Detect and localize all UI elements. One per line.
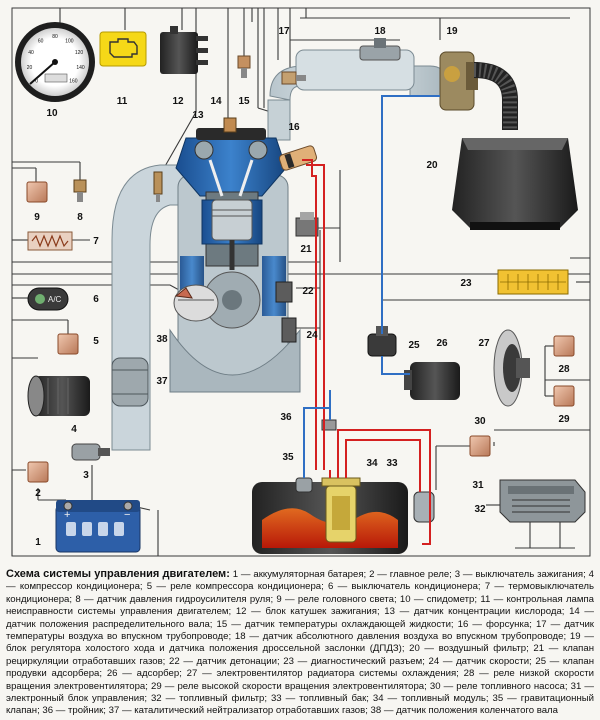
callout-25: 25	[408, 340, 420, 351]
crankshaft-sensor	[173, 284, 219, 322]
speedometer-tick-label: 160	[69, 78, 78, 84]
speedometer-tick-label: 140	[76, 65, 85, 71]
callout-3: 3	[83, 470, 89, 481]
main-relay	[27, 461, 49, 483]
callout-6: 6	[93, 294, 99, 305]
callout-4: 4	[71, 424, 77, 435]
fuel-pump-relay	[469, 435, 491, 457]
callout-35: 35	[282, 452, 294, 463]
power-steering-sensor	[73, 179, 87, 202]
ac-switch	[27, 287, 69, 311]
callout-29: 29	[558, 414, 570, 425]
battery-plus: +	[64, 509, 70, 521]
caption-body: 1 — аккумуляторная батарея; 2 — главное …	[6, 569, 594, 717]
fuel-module	[321, 477, 361, 543]
ac-compressor	[27, 375, 90, 417]
callout-11: 11	[117, 96, 128, 107]
throttle-body-unit	[439, 51, 478, 111]
engine-control-unit	[499, 479, 586, 523]
callout-2: 2	[35, 488, 41, 499]
callout-23: 23	[460, 278, 472, 289]
callout-19: 19	[446, 26, 458, 37]
speedometer-tick-label: 100	[65, 38, 74, 44]
callout-36: 36	[280, 412, 292, 423]
diagnostic-connector	[497, 269, 569, 295]
device-text: A/C − +	[48, 295, 130, 521]
callout-31: 31	[472, 480, 484, 491]
callout-22: 22	[302, 286, 314, 297]
speedometer-tick-label: 40	[28, 50, 34, 56]
ac-compressor-relay	[57, 333, 79, 355]
egr-valve	[295, 212, 319, 237]
radiator-fan	[493, 329, 530, 407]
callout-17: 17	[278, 26, 290, 37]
callout-26: 26	[436, 338, 448, 349]
callout-numbers: 1 2 3 4 5 6 7 8 9 10 11 12 13 14 15 16 1…	[34, 26, 570, 548]
callout-32: 32	[474, 504, 486, 515]
figure-caption: Схема системы управления двигателем: 1 —…	[6, 568, 594, 718]
ac-thermo-switch	[27, 231, 73, 251]
fan-low-speed-relay	[553, 335, 575, 357]
battery-minus: −	[124, 509, 130, 521]
air-intake-hose	[473, 62, 518, 130]
callout-18: 18	[374, 26, 386, 37]
map-sensor	[359, 38, 401, 61]
oxygen-sensor	[153, 171, 163, 202]
callout-14: 14	[210, 96, 222, 107]
callout-34: 34	[366, 458, 378, 469]
speedometer-tick-label: 60	[38, 38, 44, 44]
callout-1: 1	[35, 537, 41, 548]
callout-20: 20	[426, 160, 438, 171]
callout-15: 15	[238, 96, 250, 107]
gravity-valve	[295, 477, 313, 493]
callout-16: 16	[288, 122, 300, 133]
vacuum-lines	[303, 95, 440, 478]
speedometer-tick-label: 0	[35, 78, 38, 84]
speedometer-tick-label: 80	[52, 34, 58, 40]
callout-21: 21	[300, 244, 312, 255]
coolant-temp-sensor	[237, 55, 251, 78]
callout-9: 9	[34, 212, 40, 223]
callout-33: 33	[386, 458, 398, 469]
camshaft-sensor	[223, 117, 237, 133]
speedometer-tick-label: 120	[75, 50, 84, 56]
callout-37: 37	[156, 376, 168, 387]
caption-title: Схема системы управления двигателем:	[6, 568, 230, 580]
callout-30: 30	[474, 416, 486, 427]
callout-38: 38	[156, 334, 168, 345]
callout-7: 7	[93, 236, 99, 247]
battery	[55, 500, 141, 553]
speed-sensor	[281, 317, 297, 343]
engine-block	[169, 128, 301, 393]
speedometer-tick-label: 20	[27, 65, 33, 71]
air-temp-sensor	[281, 71, 306, 85]
callout-5: 5	[93, 336, 99, 347]
callout-27: 27	[478, 338, 490, 349]
catalytic-converter	[111, 357, 149, 407]
knock-sensor	[275, 281, 293, 303]
fuel-injector	[278, 145, 318, 171]
ignition-coil-block	[160, 26, 208, 74]
callout-13: 13	[192, 110, 204, 121]
callout-28: 28	[558, 364, 570, 375]
check-engine-lamp	[99, 31, 147, 67]
air-filter	[452, 138, 578, 230]
adsorber-canister	[404, 362, 460, 400]
callout-10: 10	[46, 108, 58, 119]
callout-8: 8	[77, 212, 83, 223]
ac-button-label: A/C	[48, 295, 62, 304]
callout-24: 24	[306, 330, 318, 341]
ignition-switch	[71, 443, 110, 461]
callout-12: 12	[172, 96, 184, 107]
headlight-relay	[26, 181, 48, 203]
fuel-lines	[302, 159, 431, 545]
fan-high-speed-relay	[553, 385, 575, 407]
